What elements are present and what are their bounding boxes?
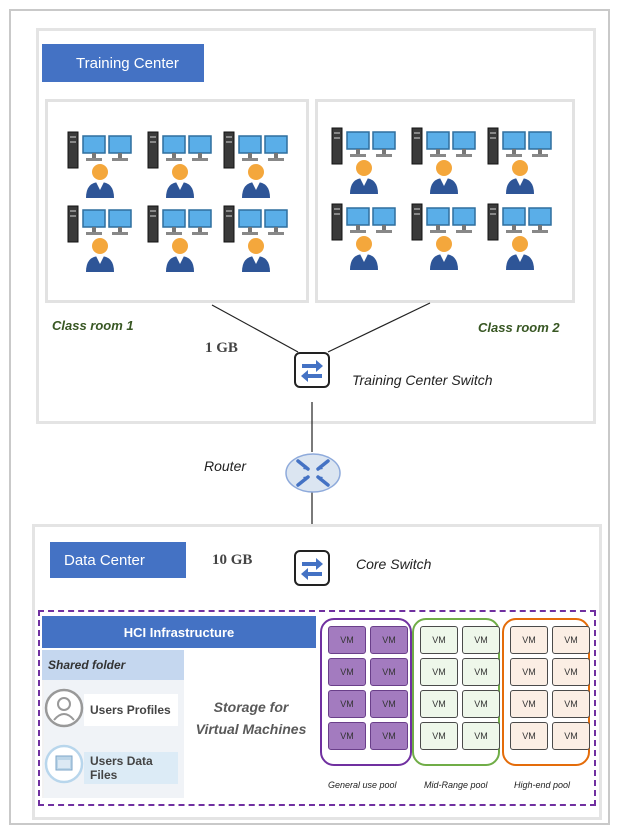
training-link-speed: 1 GB [205,340,238,356]
vm-box: VM [510,722,548,750]
vm-box: VM [462,722,500,750]
vm-box: VM [420,658,458,686]
vm-box: VM [462,658,500,686]
workstation-icon [411,127,476,194]
mid-range-pool-label: Mid-Range pool [424,780,488,790]
vm-box: VM [328,690,366,718]
training-center-switch-icon [294,352,330,388]
workstation-icon [331,203,396,270]
vm-box: VM [510,690,548,718]
vm-box: VM [328,626,366,654]
workstation-icon [331,127,396,194]
vm-box: VM [552,626,590,654]
vm-box: VM [510,626,548,654]
workstation-icon [487,127,552,194]
workstation-icon [487,203,552,270]
workstation-icon [223,131,288,198]
core-switch-label: Core Switch [356,556,432,572]
vm-box: VM [552,690,590,718]
vm-box: VM [510,658,548,686]
user-data-files-icon [44,744,84,784]
storage-label-line1: Storage for [213,699,289,715]
vm-box: VM [552,722,590,750]
vm-box: VM [328,722,366,750]
vm-box: VM [370,690,408,718]
vm-box: VM [420,690,458,718]
classroom-1-label: Class room 1 [52,318,134,333]
router-label: Router [204,458,247,474]
workstation-icon [147,131,212,198]
vm-box: VM [462,626,500,654]
figure-frame [9,9,610,825]
vm-box: VM [420,722,458,750]
core-switch-icon [294,550,330,586]
user-profile-icon [44,688,84,728]
general-use-pool-label: General use pool [328,780,397,790]
data-center-link-speed: 10 GB [212,552,253,568]
users-profiles-label: Users Profiles [84,694,178,726]
data-center-title: Data Center [50,542,186,578]
vm-box: VM [328,658,366,686]
workstation-icon [223,205,288,272]
storage-label-line2: Virtual Machines [195,721,307,737]
shared-folder-label: Shared folder [42,650,184,680]
storage-label: Storage for Virtual Machines [186,696,316,740]
vm-box: VM [420,626,458,654]
hci-dashed-container [38,610,596,806]
workstation-icon [67,205,132,272]
vm-box: VM [462,690,500,718]
workstation-icon [147,205,212,272]
vm-box: VM [370,626,408,654]
vm-box: VM [370,722,408,750]
router-icon [285,453,341,493]
training-center-switch-label: Training Center Switch [352,372,493,388]
high-end-pool-label: High-end pool [514,780,571,790]
workstation-icon [411,203,476,270]
workstation-icon [67,131,132,198]
users-data-files-label: Users Data Files [84,752,178,784]
vm-box: VM [552,658,590,686]
classroom-2-label: Class room 2 [478,320,560,335]
training-center-title: Training Center [42,44,204,82]
hci-infrastructure-title: HCI Infrastructure [42,616,316,648]
storage-area [186,650,316,800]
vm-box: VM [370,658,408,686]
